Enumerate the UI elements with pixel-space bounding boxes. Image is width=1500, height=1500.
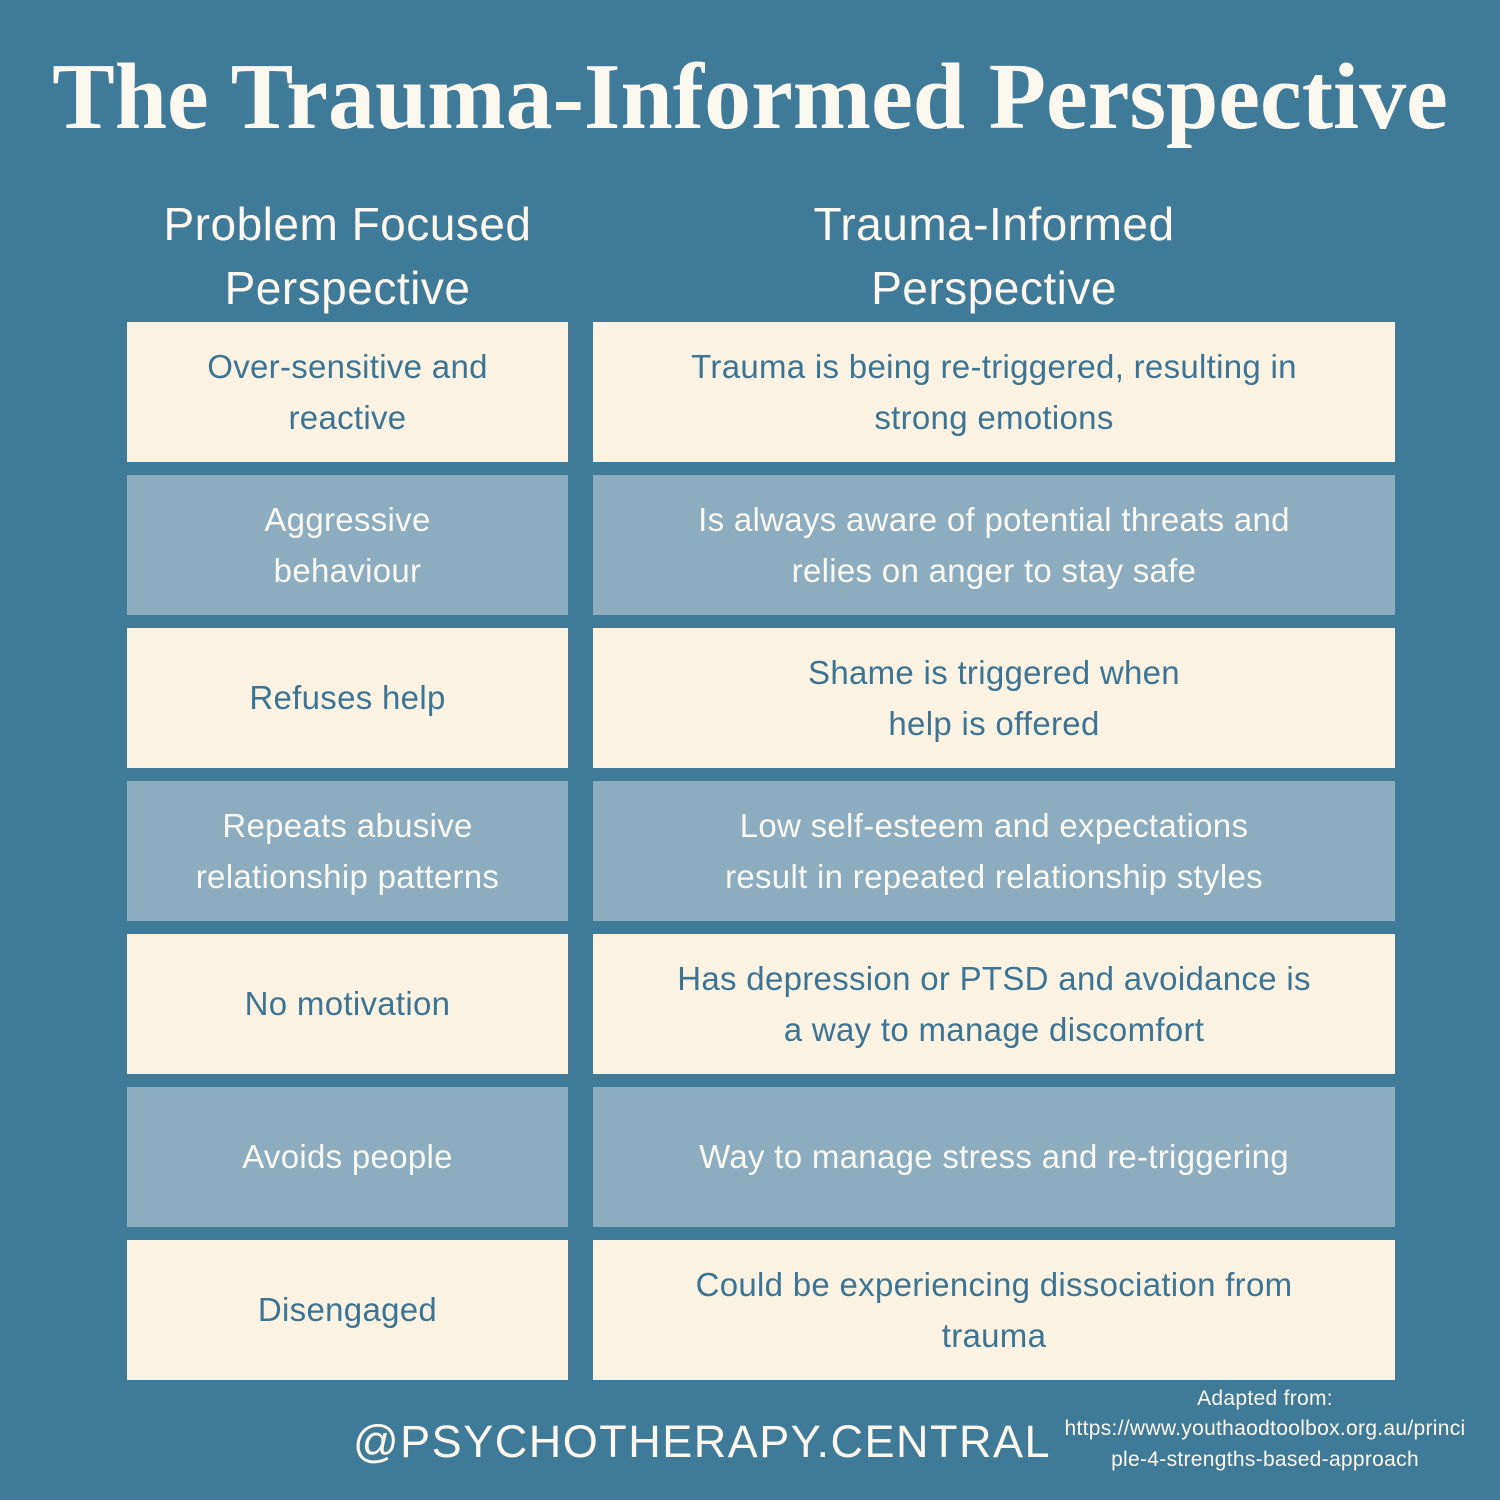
problem-cell: Over-sensitive and reactive	[127, 322, 568, 462]
column-header-trauma-line1: Trauma-Informed	[813, 198, 1175, 250]
attribution-note: Adapted from: https://www.youthaodtoolbo…	[1064, 1387, 1466, 1471]
page-title: The Trauma-Informed Perspective	[52, 45, 1448, 149]
column-header-problem-line2: Perspective	[224, 262, 471, 314]
column-headers: Problem Focused Perspective Trauma-Infor…	[127, 192, 1395, 320]
column-header-trauma: Trauma-Informed Perspective	[593, 192, 1395, 320]
problem-cell: Avoids people	[127, 1087, 568, 1227]
social-handle: @PSYCHOTHERAPY.CENTRAL	[352, 1416, 1051, 1467]
column-header-trauma-line2: Perspective	[871, 262, 1117, 314]
column-header-problem-line1: Problem Focused	[163, 198, 532, 250]
trauma-cell: Trauma is being re-triggered, resulting …	[593, 322, 1395, 462]
problem-cell: Refuses help	[127, 628, 568, 768]
problem-cell: No motivation	[127, 934, 568, 1074]
trauma-cell: Has depression or PTSD and avoidance is …	[593, 934, 1395, 1074]
problem-cell: Aggressive behaviour	[127, 475, 568, 615]
problem-cell: Repeats abusive relationship patterns	[127, 781, 568, 921]
column-header-problem: Problem Focused Perspective	[127, 192, 568, 320]
trauma-cell: Way to manage stress and re-triggering	[593, 1087, 1395, 1227]
comparison-table: Over-sensitive and reactive Trauma is be…	[127, 322, 1395, 1380]
trauma-cell: Low self-esteem and expectations result …	[593, 781, 1395, 921]
trauma-cell: Shame is triggered when help is offered	[593, 628, 1395, 768]
problem-cell: Disengaged	[127, 1240, 568, 1380]
trauma-cell: Is always aware of potential threats and…	[593, 475, 1395, 615]
trauma-cell: Could be experiencing dissociation from …	[593, 1240, 1395, 1380]
